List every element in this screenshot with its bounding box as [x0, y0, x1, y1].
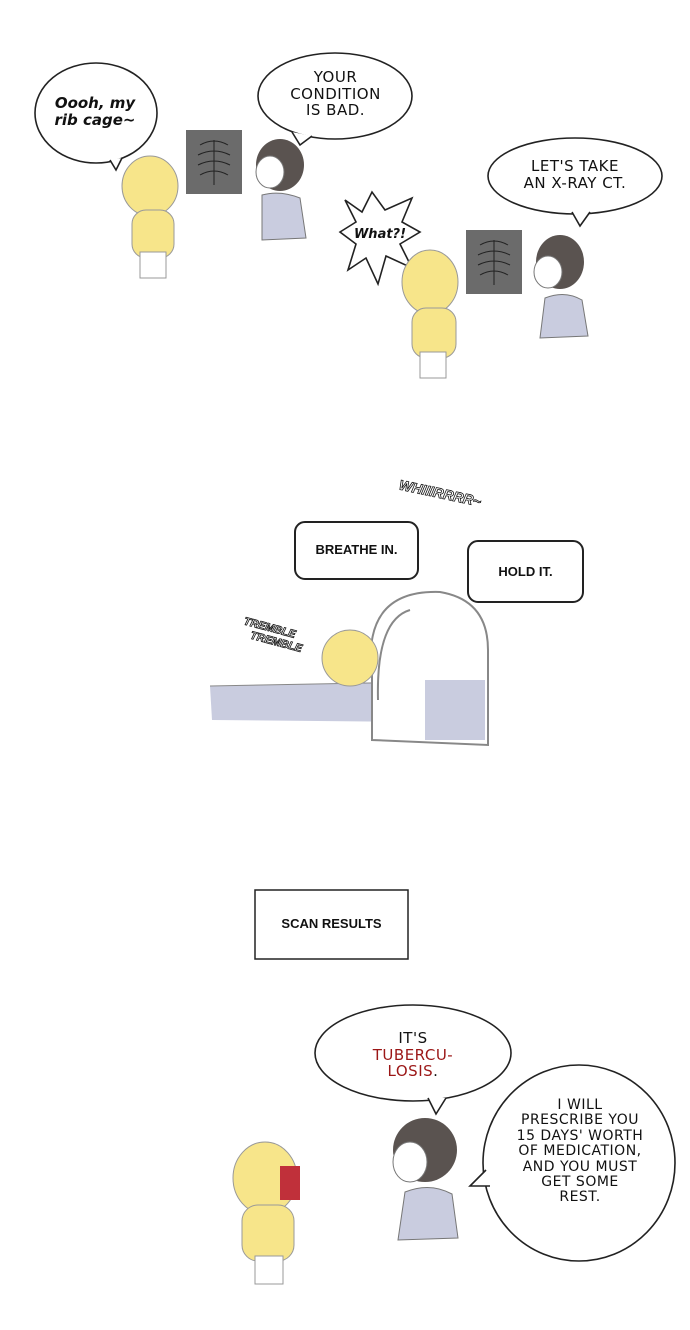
- highlight-word: LOSIS: [387, 1062, 434, 1080]
- doctor-speech-1: YOUR CONDITION IS BAD.: [268, 69, 403, 119]
- speech-line: IT'S: [398, 1029, 428, 1047]
- xray-image-1: [186, 130, 242, 194]
- doctor-speech-2: LET'S TAKE AN X-RAY CT.: [495, 158, 655, 191]
- ct-scanner: [209, 590, 489, 747]
- speech-line: I WILL: [557, 1097, 603, 1113]
- xray-image-2: [466, 230, 522, 294]
- diagnosis-speech: IT'S TUBERCU- LOSIS.: [325, 1030, 501, 1080]
- patient-speech-1: Oooh, my rib cage~: [54, 94, 136, 129]
- highlight-word: TUBERCU-: [372, 1045, 454, 1064]
- speech-line: CONDITION: [290, 84, 381, 103]
- speech-line: OF MEDICATION,: [518, 1143, 642, 1160]
- speech-box-breathe: [294, 521, 419, 580]
- speech-line: YOUR: [313, 68, 358, 86]
- speech-line: 15 DAYS' WORTH: [516, 1127, 644, 1144]
- speech-line: PRESCRIBE YOU: [521, 1112, 639, 1129]
- prescription-speech: I WILL PRESCRIBE YOU 15 DAYS' WORTH OF M…: [485, 1097, 675, 1206]
- speech-line: IS BAD.: [305, 101, 366, 119]
- speech-box-hold: [467, 540, 584, 603]
- speech-bubble-diagnosis: [314, 1004, 512, 1116]
- doctor-figure-1: [255, 139, 307, 241]
- breathe-in-text: BREATHE IN.: [315, 542, 398, 557]
- patient-figure-3: [232, 1141, 300, 1285]
- scan-results-caption: SCAN RESULTS: [281, 916, 382, 931]
- speech-bubble-doctor-2: [487, 137, 663, 228]
- speech-bubble-patient-1: [34, 62, 158, 172]
- patient-shout: What?!: [353, 227, 407, 242]
- speech-line: GET SOME: [541, 1173, 619, 1190]
- doctor-figure-2: [533, 235, 589, 339]
- speech-line: REST.: [559, 1189, 601, 1206]
- speech-bubble-prescription: [468, 1064, 676, 1262]
- patient-figure-1: [121, 155, 179, 279]
- patient-figure-2: [401, 249, 459, 379]
- speech-line: AN X-RAY CT.: [523, 173, 627, 192]
- doctor-figure-3: [392, 1118, 459, 1241]
- speech-line: AND YOU MUST: [522, 1158, 638, 1175]
- speech-line: LET'S TAKE: [531, 157, 619, 175]
- punctuation: .: [433, 1062, 439, 1080]
- hold-it-text: HOLD IT.: [498, 564, 553, 579]
- speech-bubble-doctor-1: [257, 52, 413, 147]
- caption-box: [254, 889, 409, 960]
